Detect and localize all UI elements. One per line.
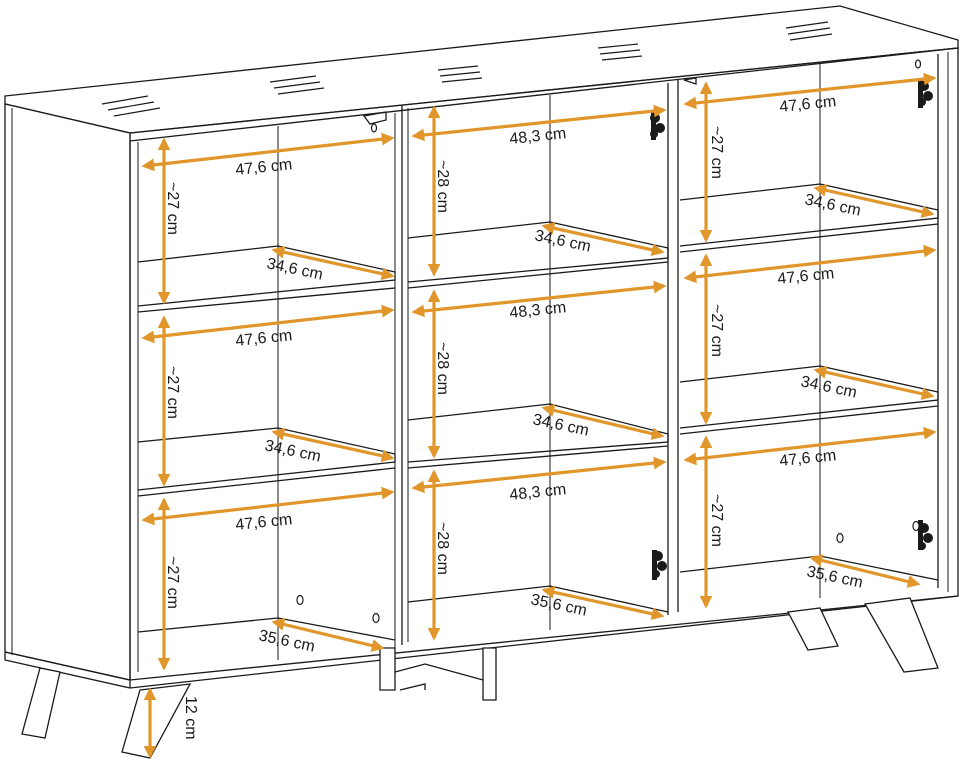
dim-middle-depth-2 [541,404,665,440]
dim-right-width-1 [683,72,937,110]
dim-left-width-3 [141,486,395,526]
label-right-width-1: 47,6 cm [779,93,837,116]
dim-middle-width-2 [411,280,667,318]
front-outline [129,47,959,689]
top-panel [4,5,959,134]
leg-back-right-b [863,597,939,673]
label-middle-height-1: ~28 cm [434,160,451,213]
hinge-icon [650,112,665,140]
label-left-height-3: ~27 cm [164,556,181,609]
label-middle-height-3: ~28 cm [434,522,451,575]
cabinet-body [4,5,959,689]
leg-front-left [21,667,61,739]
label-left-height-1: ~27 cm [164,182,181,235]
dim-middle-width-1 [411,104,667,142]
dimension-lines [141,72,937,759]
label-right-height-2: ~27 cm [708,304,725,357]
label-middle-depth-3: 35,6 cm [529,591,588,619]
leg-middle [379,647,396,691]
left-side-panel [4,103,131,681]
dim-middle-width-3 [411,456,667,494]
label-leg-height: 12 cm [182,696,199,740]
hinge-icon [918,80,933,108]
glass-hatch-icon [101,21,833,117]
dim-middle-depth-3 [541,585,665,621]
label-left-width-3: 47,6 cm [235,511,293,534]
leg-back-right-a [786,607,839,651]
label-right-width-3: 47,6 cm [779,447,837,470]
label-middle-width-2: 48,3 cm [509,299,567,322]
hinge-icon [652,550,667,580]
label-right-height-1: ~27 cm [708,126,725,179]
hinge-icon [362,77,933,580]
label-middle-width-3: 48,3 cm [509,481,567,504]
dim-right-depth-1 [813,183,935,219]
label-left-width-2: 47,6 cm [235,327,293,350]
dowel-hole-icon [296,59,922,624]
dimension-labels: 47,6 cm 47,6 cm 47,6 cm ~27 cm ~27 cm ~2… [164,93,864,739]
interior [129,52,959,681]
dim-right-width-2 [683,244,937,284]
leg-front-right [121,683,192,759]
dim-right-width-3 [683,426,937,466]
label-right-height-3: ~27 cm [708,494,725,547]
label-middle-width-1: 48,3 cm [509,125,567,148]
label-left-width-1: 47,6 cm [235,156,293,179]
leg-middle-2 [482,647,497,701]
label-right-width-2: 47,6 cm [777,265,835,288]
dim-left-width-2 [141,304,395,344]
dim-right-depth-2 [813,365,935,401]
dim-right-depth-3 [809,554,921,588]
label-middle-height-2: ~28 cm [434,342,451,395]
label-left-height-2: ~27 cm [164,366,181,419]
hinge-icon [918,520,933,550]
dim-left-depth-3 [271,618,385,652]
dim-middle-depth-1 [541,221,665,257]
legs [21,597,939,759]
dim-left-depth-2 [271,427,395,463]
dim-left-width-1 [141,132,395,172]
dim-left-depth-1 [271,245,395,281]
